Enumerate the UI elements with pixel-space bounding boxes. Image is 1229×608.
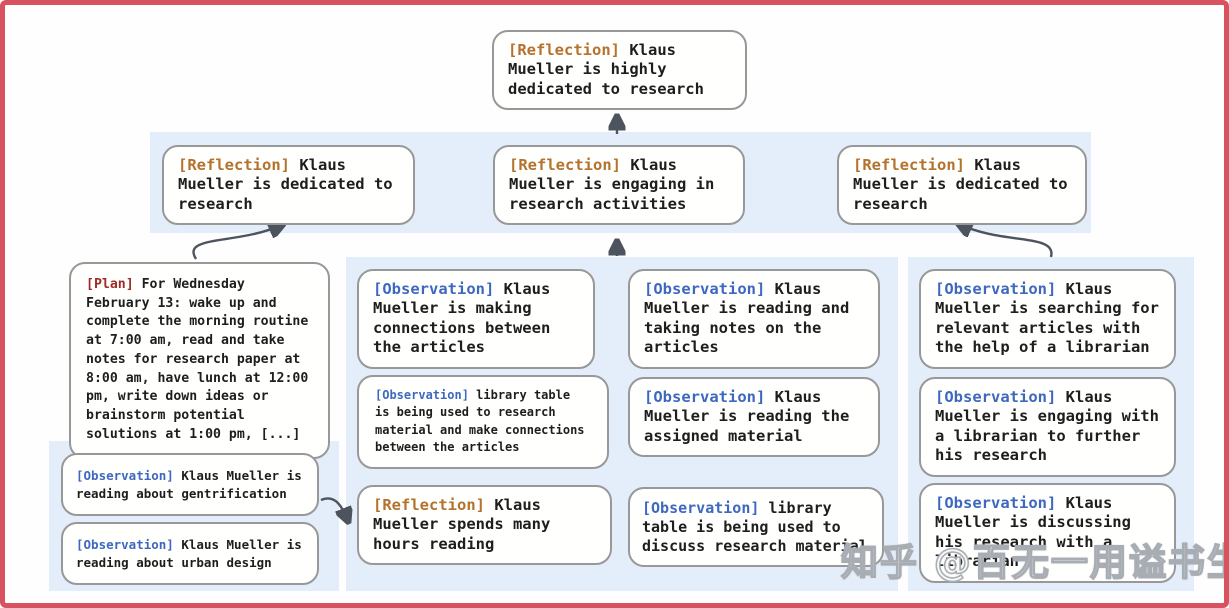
arrow-plan-to-left-reflection	[192, 225, 282, 260]
node-reflection-dedicated-right: [Reflection] Klaus Mueller is dedicated …	[837, 145, 1087, 226]
reflection-tag: [Reflection]	[178, 156, 290, 174]
observation-tag: [Observation]	[375, 388, 469, 402]
reflection-tag: [Reflection]	[509, 156, 621, 174]
observation-tag: [Observation]	[935, 388, 1057, 406]
node-observation-engaging-librarian: [Observation] Klaus Mueller is engaging …	[919, 377, 1176, 477]
node-text: library table is being used to discuss r…	[642, 499, 868, 555]
observation-tag: [Observation]	[76, 537, 174, 552]
node-text: library table is being used to research …	[375, 388, 585, 455]
node-plan-wednesday: [Plan] For Wednesday February 13: wake u…	[69, 262, 330, 459]
reflection-tag: [Reflection]	[853, 156, 965, 174]
node-text: Klaus Mueller is reading and taking note…	[644, 280, 850, 357]
connector-arrows	[192, 5, 1053, 608]
observation-tag: [Observation]	[935, 494, 1057, 512]
node-observation-searching-articles: [Observation] Klaus Mueller is searching…	[919, 269, 1176, 369]
node-observation-library-discuss: [Observation] library table is being use…	[628, 487, 884, 568]
node-observation-gentrification: [Observation] Klaus Mueller is reading a…	[61, 453, 319, 516]
observation-tag: [Observation]	[644, 280, 766, 298]
node-observation-urban-design: [Observation] Klaus Mueller is reading a…	[61, 522, 319, 585]
arrow-left-observations-to-hours-reflection	[320, 497, 348, 521]
reflection-tag: [Reflection]	[508, 41, 620, 59]
node-reflection-hours-reading: [Reflection] Klaus Mueller spends many h…	[357, 485, 612, 566]
observation-tag: [Observation]	[76, 468, 174, 483]
observation-tag: [Observation]	[642, 499, 760, 517]
node-text: Klaus Mueller is dedicated to research	[178, 156, 393, 213]
node-text: Klaus Mueller is reading the assigned ma…	[644, 388, 850, 445]
node-observation-taking-notes: [Observation] Klaus Mueller is reading a…	[628, 269, 880, 369]
node-text: For Wednesday February 13: wake up and c…	[86, 277, 309, 442]
node-observation-connections: [Observation] Klaus Mueller is making co…	[357, 269, 595, 369]
node-observation-library-research: [Observation] library table is being use…	[357, 375, 609, 469]
plan-tag: [Plan]	[86, 277, 134, 292]
node-text: Klaus Mueller is reading about urban des…	[76, 537, 302, 570]
node-text: Klaus Mueller is reading about gentrific…	[76, 468, 302, 501]
node-text: Klaus Mueller is discussing his research…	[935, 494, 1131, 571]
node-text: Klaus Mueller is dedicated to research	[853, 156, 1068, 213]
node-observation-assigned-material: [Observation] Klaus Mueller is reading t…	[628, 377, 880, 458]
node-reflection-dedicated-left: [Reflection] Klaus Mueller is dedicated …	[162, 145, 415, 226]
node-text: Klaus Mueller is engaging with a librari…	[935, 388, 1159, 465]
node-text: Klaus Mueller is engaging in research ac…	[509, 156, 715, 213]
node-reflection-root: [Reflection] Klaus Mueller is highly ded…	[492, 30, 747, 111]
observation-tag: [Observation]	[935, 280, 1057, 298]
zhihu-watermark: 知乎 @百无一用谥书生	[840, 540, 1229, 585]
node-text: Klaus Mueller is searching for relevant …	[935, 280, 1159, 357]
node-text: Klaus Mueller is making connections betw…	[373, 280, 551, 357]
node-observation-discussing-librarian: [Observation] Klaus Mueller is discussin…	[919, 483, 1176, 583]
observation-tag: [Observation]	[373, 280, 495, 298]
reflection-tag: [Reflection]	[373, 496, 485, 514]
observation-tag: [Observation]	[644, 388, 766, 406]
node-reflection-engaging: [Reflection] Klaus Mueller is engaging i…	[493, 145, 745, 226]
node-text: Klaus Mueller is highly dedicated to res…	[508, 41, 704, 98]
node-text: Klaus Mueller spends many hours reading	[373, 496, 551, 553]
arrow-right-band-to-right-reflection	[959, 224, 1053, 258]
